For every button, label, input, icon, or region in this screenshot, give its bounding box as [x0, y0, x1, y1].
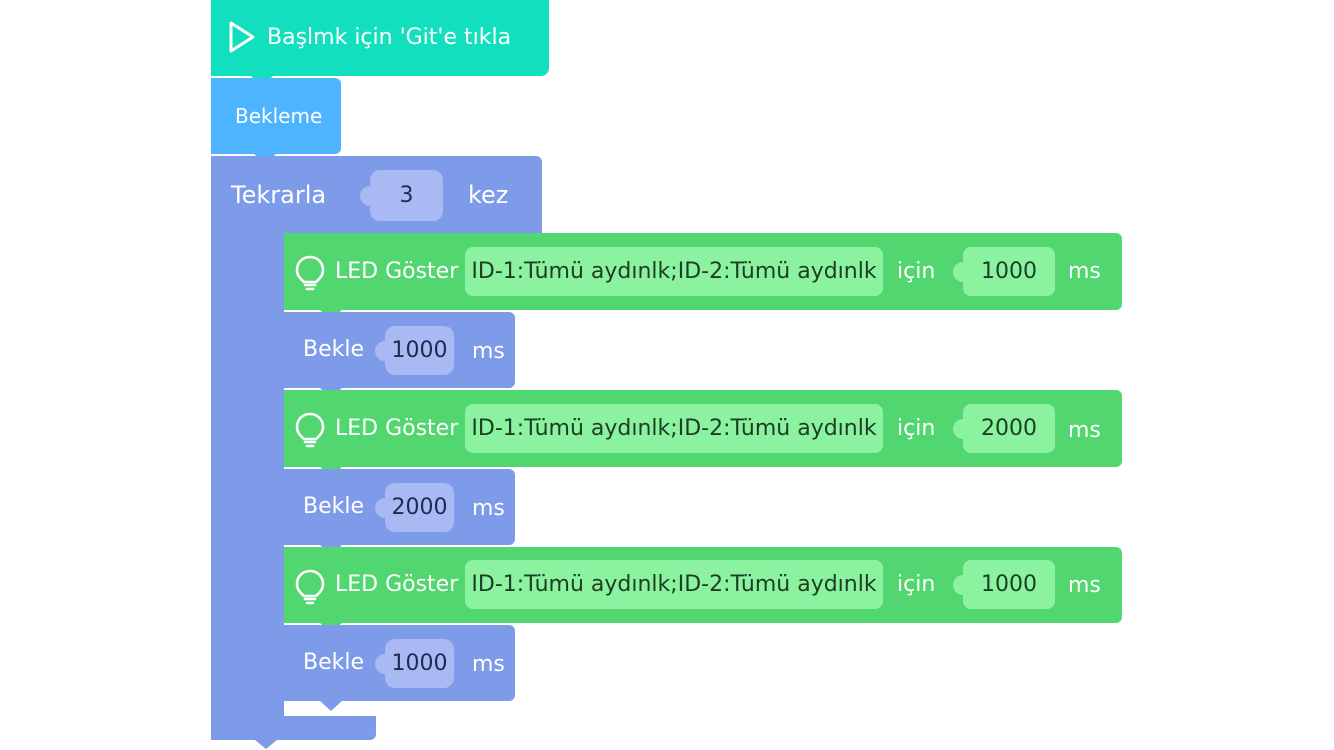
led-pattern-field[interactable]: ID-1:Tümü aydınlk;ID-2:Tümü aydınlk — [465, 560, 883, 609]
wait-block-label: Bekleme — [235, 104, 323, 128]
led-label: LED Göster — [335, 572, 459, 597]
wait-unit-label: ms — [472, 339, 505, 364]
wait-duration-input[interactable]: 1000 — [375, 639, 454, 688]
play-icon — [227, 20, 257, 60]
led-unit-label: ms — [1068, 418, 1101, 443]
repeat-block-bottom — [211, 716, 376, 740]
hat-label: Başlmk için 'Git'e tıkla — [267, 25, 512, 50]
wait-label: Bekle — [303, 650, 365, 675]
led-duration-input[interactable]: 1000 — [953, 247, 1055, 296]
led-for-label: için — [897, 416, 936, 441]
wait-duration-input[interactable]: 2000 — [375, 483, 454, 532]
led-for-label: için — [897, 572, 936, 597]
wait-ms-block[interactable]: Bekle 1000 ms — [284, 312, 515, 388]
wait-label: Bekle — [303, 494, 365, 519]
led-show-block[interactable]: LED Göster ID-1:Tümü aydınlk;ID-2:Tümü a… — [284, 233, 1122, 310]
repeat-bottom-notch — [255, 740, 277, 749]
lightbulb-icon — [294, 411, 326, 455]
lightbulb-icon — [294, 254, 326, 298]
wait-block[interactable]: Bekleme — [211, 78, 341, 154]
led-pattern-field[interactable]: ID-1:Tümü aydınlk;ID-2:Tümü aydınlk — [465, 404, 883, 453]
repeat-count-input[interactable]: 3 — [360, 170, 443, 221]
repeat-suffix: kez — [468, 181, 509, 209]
repeat-label: Tekrarla — [231, 181, 327, 209]
wait-ms-block[interactable]: Bekle 1000 ms — [284, 625, 515, 701]
repeat-block-top[interactable]: Tekrarla 3 kez — [211, 156, 542, 233]
led-for-label: için — [897, 259, 936, 284]
led-pattern-field[interactable]: ID-1:Tümü aydınlk;ID-2:Tümü aydınlk — [465, 247, 883, 296]
wait-unit-label: ms — [472, 652, 505, 677]
led-duration-input[interactable]: 1000 — [953, 560, 1055, 609]
led-label: LED Göster — [335, 259, 459, 284]
lightbulb-icon — [294, 568, 326, 612]
led-show-block[interactable]: LED Göster ID-1:Tümü aydınlk;ID-2:Tümü a… — [284, 390, 1122, 467]
wait-duration-input[interactable]: 1000 — [375, 326, 454, 375]
led-show-block[interactable]: LED Göster ID-1:Tümü aydınlk;ID-2:Tümü a… — [284, 547, 1122, 623]
wait-unit-label: ms — [472, 496, 505, 521]
wait-connector-notch — [320, 701, 342, 711]
wait-ms-block[interactable]: Bekle 2000 ms — [284, 469, 515, 545]
start-hat-block[interactable]: Başlmk için 'Git'e tıkla — [211, 0, 549, 76]
led-duration-input[interactable]: 2000 — [953, 404, 1055, 453]
led-unit-label: ms — [1068, 259, 1101, 284]
repeat-block-arm — [211, 233, 284, 717]
wait-label: Bekle — [303, 337, 365, 362]
led-label: LED Göster — [335, 416, 459, 441]
led-unit-label: ms — [1068, 573, 1101, 598]
